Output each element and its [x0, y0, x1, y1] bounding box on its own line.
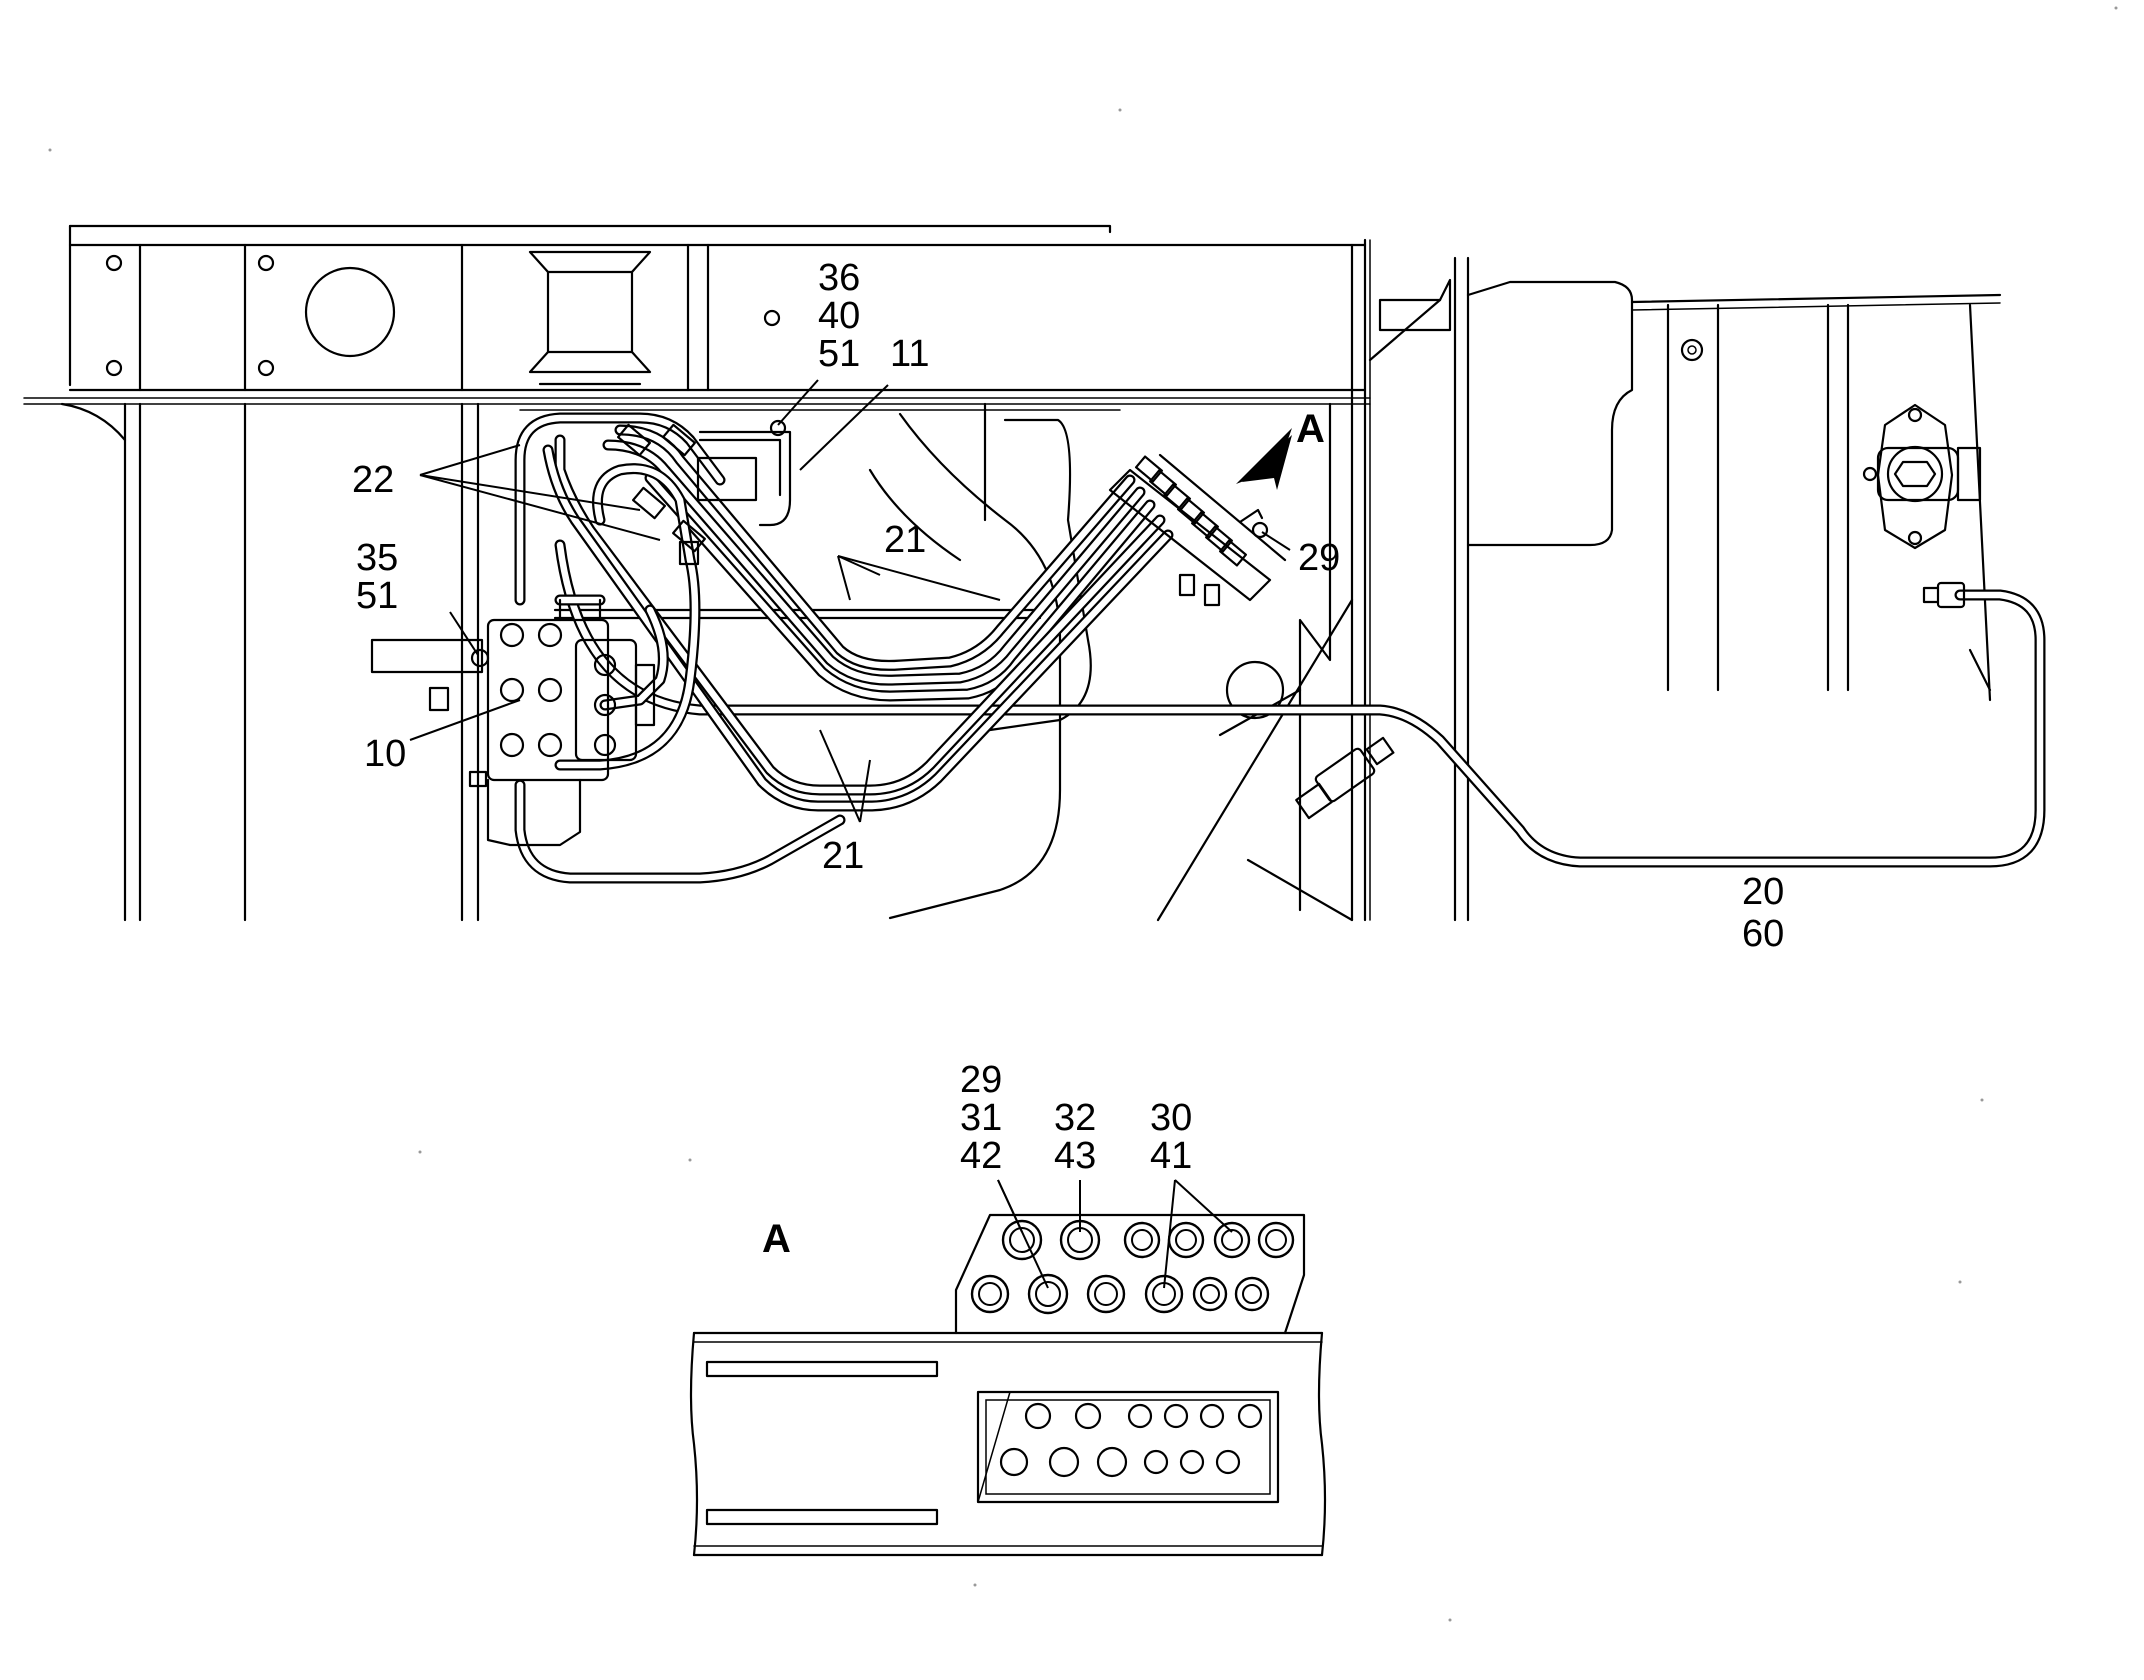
tank-housing — [1368, 256, 2002, 922]
detail-view-a: A — [689, 1059, 1327, 1557]
view-arrow-label: A — [1296, 407, 1325, 451]
filler-cap-flange — [1862, 403, 1982, 550]
callout-60: 60 — [1742, 913, 1784, 955]
callout-41: 41 — [1150, 1135, 1192, 1177]
callout-11: 11 — [890, 333, 929, 375]
callout-36: 36 — [818, 257, 860, 299]
detail-view-label: A — [762, 1217, 791, 1261]
callout-42: 42 — [960, 1135, 1002, 1177]
callout-43: 43 — [1054, 1135, 1096, 1177]
callout-21-top: 21 — [884, 519, 926, 561]
callout-40: 40 — [818, 295, 860, 337]
callout-20: 20 — [1742, 871, 1784, 913]
return-line — [554, 539, 2046, 868]
callout-22: 22 — [352, 459, 394, 501]
pulley-spool — [528, 250, 652, 386]
valve-hoses — [514, 412, 846, 884]
hydraulic-hoses — [514, 412, 2046, 884]
callout-29-main: 29 — [1298, 537, 1340, 579]
callout-51-left: 51 — [356, 575, 398, 617]
fitting-row-bottom — [970, 1273, 1270, 1315]
callout-10: 10 — [364, 733, 406, 775]
machine-frame — [23, 224, 1371, 922]
main-view-callouts: 36 40 51 11 22 35 51 10 21 21 29 20 60 A — [352, 257, 1784, 955]
scan-specks — [48, 6, 2118, 1622]
hose-fittings — [617, 423, 706, 566]
hose-bundle-21 — [542, 424, 1174, 812]
callout-29-detail: 29 — [960, 1059, 1002, 1101]
callout-31: 31 — [960, 1097, 1002, 1139]
callout-21-bottom: 21 — [822, 835, 864, 877]
view-arrow-a — [1236, 428, 1292, 490]
fitting-row-top — [1001, 1219, 1295, 1261]
callout-32: 32 — [1054, 1097, 1096, 1139]
connection-block-29 — [1108, 453, 1287, 607]
inline-fitting — [1295, 736, 1395, 820]
callout-51-top: 51 — [818, 333, 860, 375]
callout-30: 30 — [1150, 1097, 1192, 1139]
callout-35: 35 — [356, 537, 398, 579]
control-valve-10 — [370, 598, 656, 847]
mounting-bracket-11 — [696, 430, 792, 527]
leader-lines — [409, 379, 1291, 823]
